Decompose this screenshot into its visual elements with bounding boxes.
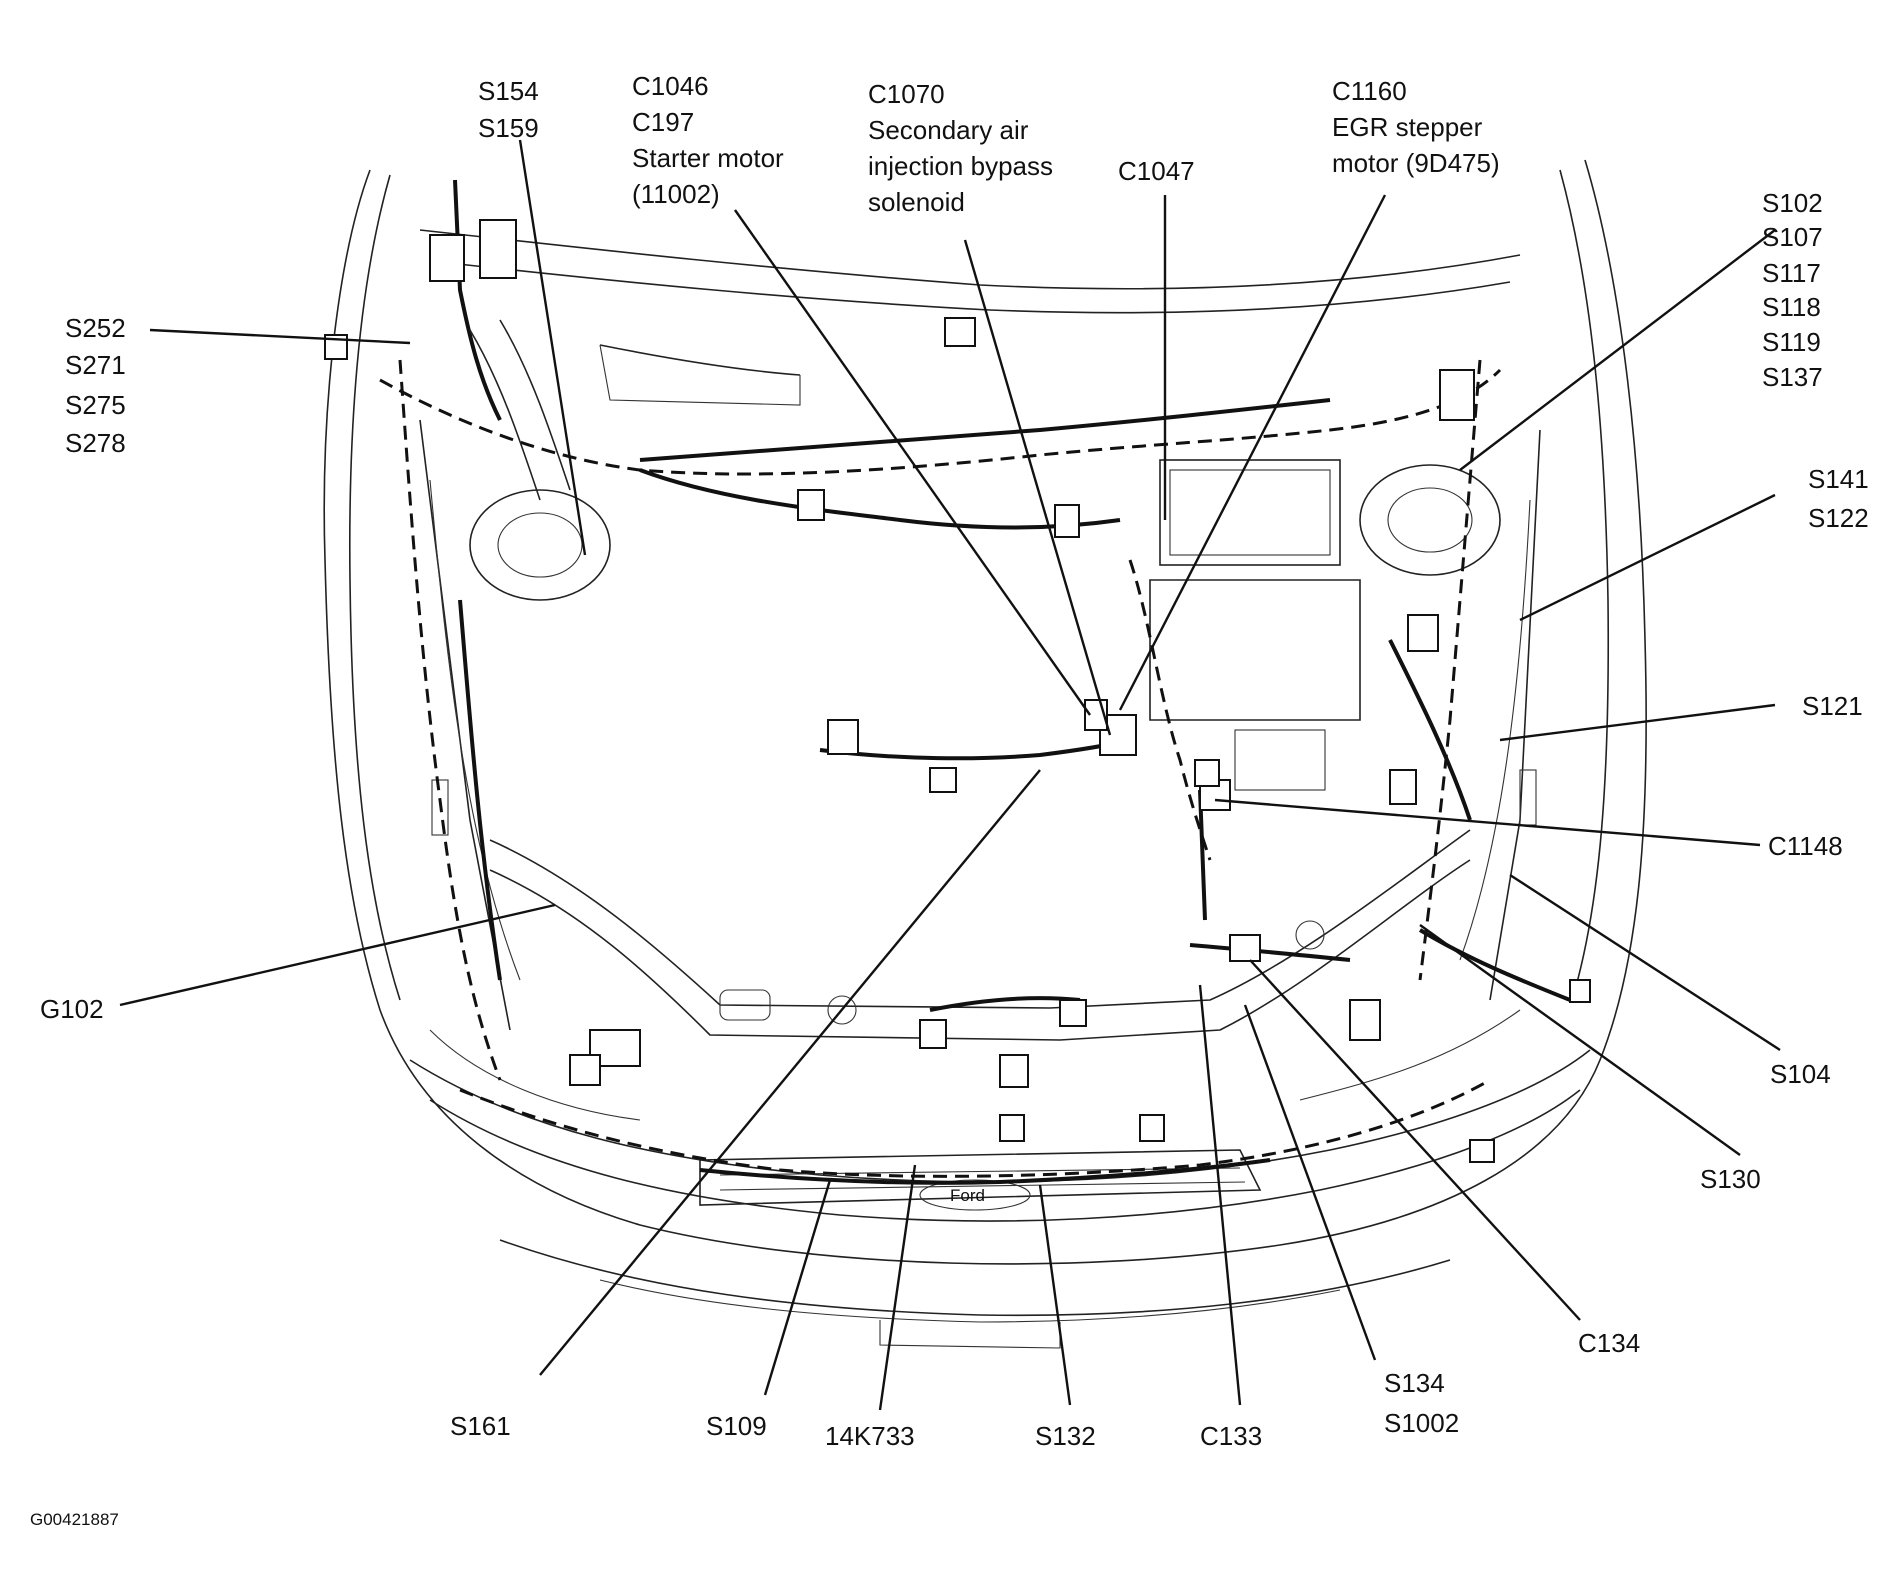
label-s119: S119	[1762, 327, 1821, 357]
label-s117: S117	[1762, 258, 1821, 288]
callout-labels: S154 S159 C1046 C197 Starter motor (1100…	[30, 71, 1869, 1529]
leader-s104	[1509, 873, 1781, 1052]
label-s275: S275	[65, 390, 126, 420]
label-c133: C133	[1200, 1421, 1262, 1451]
label-c1046: C1046	[632, 71, 709, 101]
label-s132: S132	[1035, 1421, 1096, 1451]
figure-id: G00421887	[30, 1510, 119, 1529]
label-secondary-air: Secondary air	[868, 115, 1029, 145]
label-s278: S278	[65, 428, 126, 458]
label-s141: S141	[1808, 464, 1869, 494]
leader-lines	[119, 139, 1781, 1411]
leader-c1160	[1118, 194, 1387, 711]
label-14k733: 14K733	[825, 1421, 915, 1451]
label-s271: S271	[65, 350, 126, 380]
label-s134: S134	[1384, 1368, 1445, 1398]
label-s1002: S1002	[1384, 1408, 1459, 1438]
label-s159: S159	[478, 113, 539, 143]
leader-s141	[1519, 493, 1776, 622]
label-s118: S118	[1762, 292, 1821, 322]
label-s154: S154	[478, 76, 539, 106]
label-s161: S161	[450, 1411, 511, 1441]
label-s104: S104	[1770, 1059, 1831, 1089]
leader-c1046	[734, 209, 1091, 716]
label-s122: S122	[1808, 503, 1869, 533]
leader-s132	[1038, 1184, 1072, 1406]
label-starter-motor-number: (11002)	[632, 179, 720, 209]
label-c1148: C1148	[1768, 831, 1843, 861]
leader-c1148	[1214, 798, 1761, 847]
vehicle-body-outline: Ford	[323, 159, 1647, 1349]
label-s252: S252	[65, 313, 126, 343]
label-s102: S102	[1762, 188, 1823, 218]
label-g102: G102	[40, 994, 104, 1024]
label-starter-motor: Starter motor	[632, 143, 784, 173]
label-c134: C134	[1578, 1328, 1640, 1358]
leader-s130	[1419, 924, 1741, 1156]
label-s121: S121	[1802, 691, 1863, 721]
label-s130: S130	[1700, 1164, 1761, 1194]
label-c1070: C1070	[868, 79, 945, 109]
label-egr-motor-number: motor (9D475)	[1332, 148, 1500, 178]
leader-s154	[518, 139, 587, 556]
leader-c134	[1249, 959, 1581, 1321]
label-solenoid: solenoid	[868, 187, 965, 217]
label-s107: S107	[1762, 222, 1823, 252]
leader-14k733	[878, 1164, 917, 1411]
leader-s161	[539, 769, 1041, 1376]
leader-s109	[763, 1179, 832, 1396]
label-injection-bypass: injection bypass	[868, 151, 1053, 181]
label-s109: S109	[706, 1411, 767, 1441]
label-c1047: C1047	[1118, 156, 1195, 186]
leader-s252	[149, 328, 411, 345]
leader-s121	[1499, 703, 1776, 742]
leader-s134	[1243, 1004, 1377, 1361]
leader-c133	[1198, 984, 1242, 1406]
label-egr-stepper: EGR stepper	[1332, 112, 1483, 142]
leader-c1070	[963, 239, 1112, 736]
wiring-harness	[324, 179, 1591, 1185]
label-c197: C197	[632, 107, 694, 137]
leader-g102	[119, 903, 556, 1007]
leader-s102	[1459, 229, 1776, 471]
label-c1160: C1160	[1332, 76, 1407, 106]
grille-emblem: Ford	[950, 1186, 985, 1205]
label-s137: S137	[1762, 362, 1823, 392]
